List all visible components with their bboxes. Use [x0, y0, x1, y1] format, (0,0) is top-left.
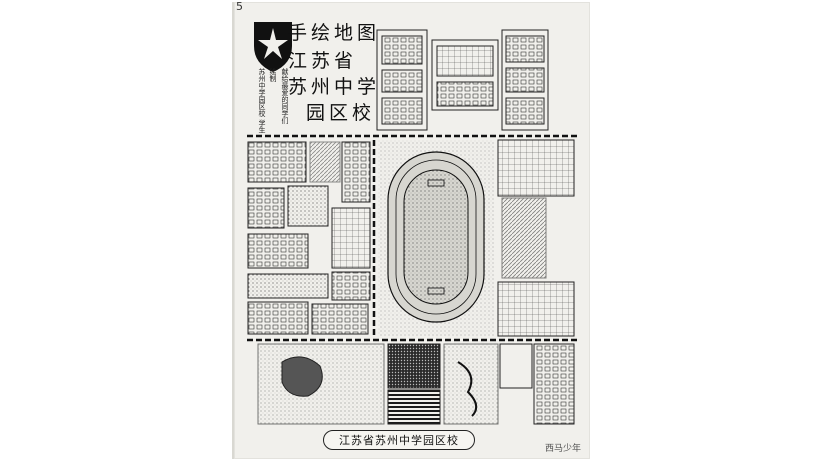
map-note-author: 苏州中学园区校 学生 — [258, 68, 266, 134]
map-title-line-4: 园区校 — [306, 102, 376, 124]
dashed-roads — [247, 134, 577, 342]
sports-field-track — [378, 140, 494, 336]
bottom-gardens — [257, 343, 575, 425]
left-campus-buildings — [247, 141, 371, 335]
campus-map-drawing — [247, 22, 577, 425]
school-logo-shield — [254, 22, 292, 72]
map-title-line-1: 手绘地图 — [288, 22, 381, 44]
watermark-text: 西马少年 — [545, 444, 582, 454]
right-courts-gym — [497, 139, 575, 337]
map-title-line-3: 苏州中学 — [288, 76, 381, 98]
top-building-blocks — [376, 29, 549, 131]
map-note-drawn: 绘制 — [269, 68, 277, 82]
page-corner-number: 5 — [236, 0, 243, 13]
map-note-dedication: 献给最爱的同学们 — [281, 68, 289, 124]
map-bottom-label: 江苏省苏州中学园区校 — [323, 430, 475, 450]
map-title-line-2: 江苏省 — [288, 50, 358, 72]
